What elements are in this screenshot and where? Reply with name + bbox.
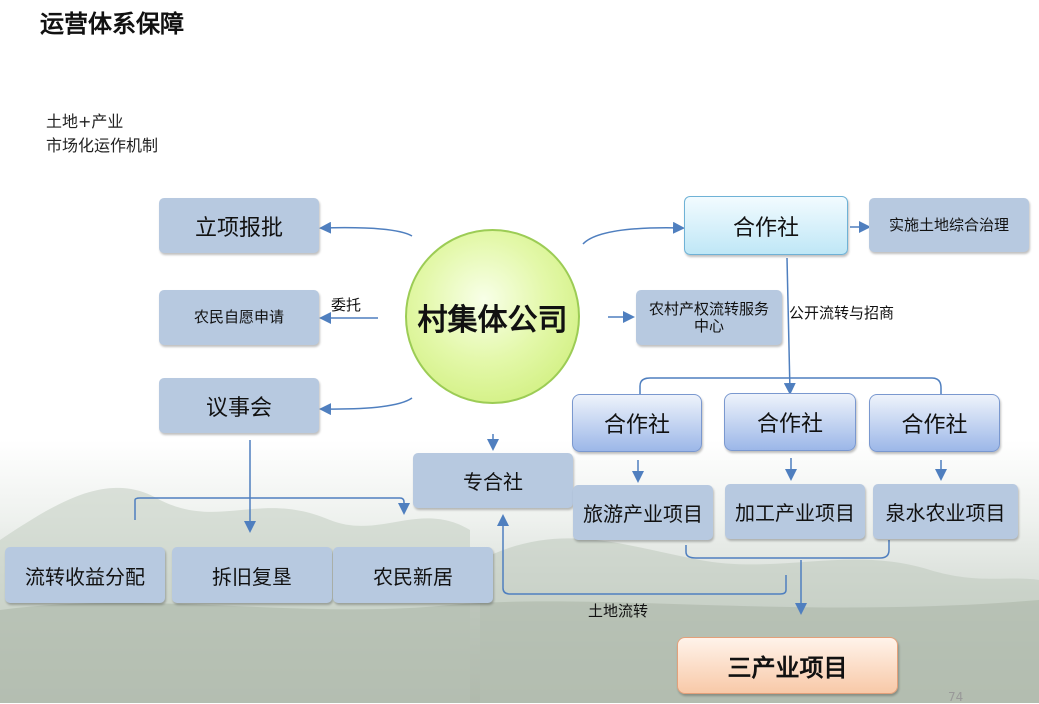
spring-agriculture-project-node: 泉水农业项目 <box>873 484 1018 539</box>
council-node: 议事会 <box>159 378 319 433</box>
public-transfer-label: 公开流转与招商 <box>789 304 895 322</box>
land-management-node: 实施土地综合治理 <box>869 198 1029 252</box>
subtitle-line-2: 市场化运作机制 <box>46 136 159 155</box>
specialized-coop-node: 专合社 <box>413 453 573 508</box>
page-number: 74 <box>948 690 964 704</box>
three-industries-node: 三产业项目 <box>677 637 898 694</box>
tourism-project-node: 旅游产业项目 <box>573 485 713 540</box>
revenue-distribution-node: 流转收益分配 <box>5 547 165 603</box>
coop-node-1: 合作社 <box>572 394 702 452</box>
farmer-new-residence-node: 农民新居 <box>333 547 493 603</box>
village-collective-company-node: 村集体公司 <box>405 229 580 404</box>
top-coop-node: 合作社 <box>684 196 848 255</box>
demolition-reclamation-node: 拆旧复垦 <box>172 547 332 603</box>
processing-project-node: 加工产业项目 <box>725 484 865 539</box>
land-transfer-label: 土地流转 <box>588 602 649 620</box>
coop-node-3: 合作社 <box>869 394 1000 452</box>
page-title: 运营体系保障 <box>40 10 184 38</box>
coop-node-2: 合作社 <box>724 393 856 451</box>
farmer-application-node: 农民自愿申请 <box>159 290 319 345</box>
entrust-label: 委托 <box>331 296 362 314</box>
approval-node: 立项报批 <box>159 198 319 253</box>
rural-property-center-node: 农村产权流转服务中心 <box>636 290 782 345</box>
subtitle-line-1: 土地+产业 <box>46 112 124 131</box>
